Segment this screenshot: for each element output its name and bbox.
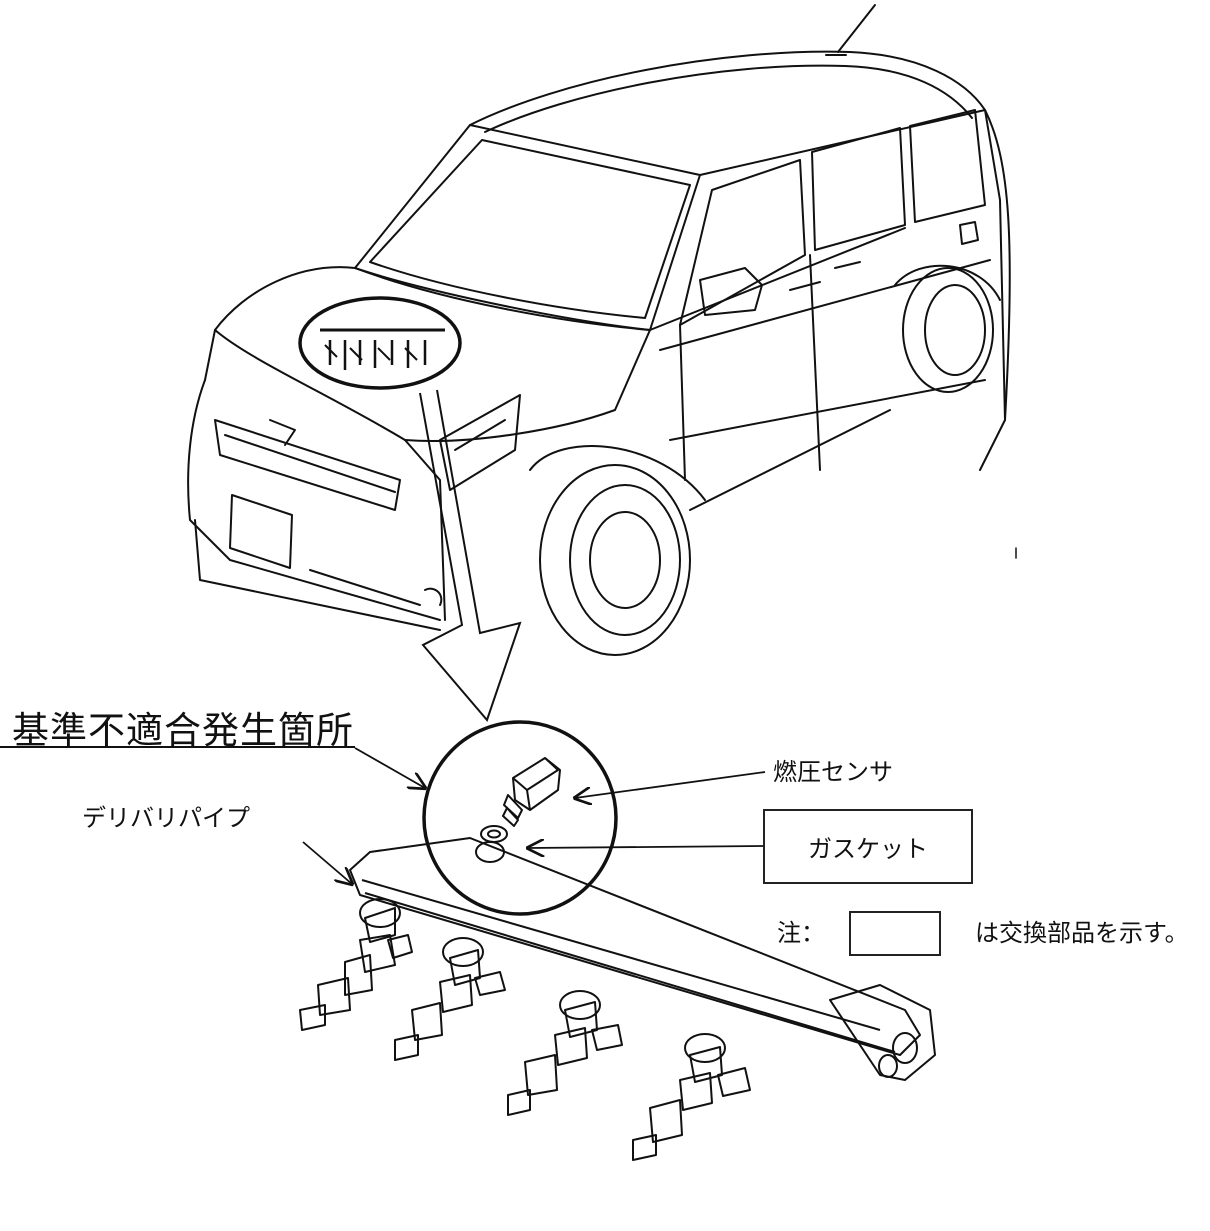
gasket-icon — [480, 825, 508, 843]
nonconformity-location-title: 基準不適合発生箇所 — [12, 709, 354, 752]
delivery-pipe-illustration — [299, 837, 936, 1161]
gasket-leader-arrow — [528, 846, 764, 848]
sensor-leader-arrow — [575, 771, 766, 798]
minivan-illustration — [187, 4, 1017, 656]
delivery-pipe-label: デリバリパイプ — [82, 804, 250, 832]
engine-highlight — [298, 296, 462, 390]
note-prefix: 注： — [777, 919, 825, 947]
fuel-pressure-sensor-label: 燃圧センサ — [773, 758, 893, 786]
note-legend-box — [849, 911, 941, 956]
location-arrow — [419, 389, 522, 722]
fuel-pressure-sensor-icon — [502, 757, 561, 827]
title-underline — [0, 746, 355, 748]
pipe-leader-arrow — [302, 841, 352, 884]
leader-lines — [302, 747, 766, 884]
gasket-label: ガスケット — [808, 835, 928, 863]
gasket-label-box: ガスケット — [763, 809, 973, 884]
sensor-highlight — [422, 720, 618, 916]
note-suffix: は交換部品を示す。 — [975, 919, 1189, 947]
location-leader-arrow — [354, 747, 425, 788]
